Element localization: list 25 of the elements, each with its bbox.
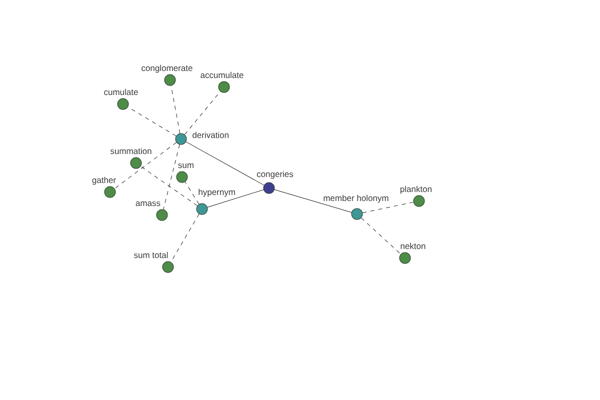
dashed-line xyxy=(128,106,176,136)
node-label: sum total xyxy=(134,252,168,258)
node-label: sum xyxy=(178,163,194,168)
node-label: cumulate xyxy=(104,88,138,96)
dashed-line xyxy=(114,142,177,189)
connector-line xyxy=(186,142,264,186)
dashed-line xyxy=(140,166,198,206)
node-label: member holonym xyxy=(324,194,388,203)
node-label: plankton xyxy=(400,186,432,194)
node-label: accumulate xyxy=(200,72,244,78)
node-label: conglomerate xyxy=(142,64,192,73)
connector-line xyxy=(274,189,352,213)
dashed-line xyxy=(163,144,180,210)
node-label: gather xyxy=(92,176,116,185)
node-label: derivation xyxy=(192,132,228,138)
node-label: summation xyxy=(110,148,152,154)
dashed-line xyxy=(170,85,180,134)
node-label: amass xyxy=(136,201,160,206)
node-label: hypernym xyxy=(198,188,235,197)
node-label: congeries xyxy=(256,170,294,179)
connector-line xyxy=(207,189,264,208)
node-label: nekton xyxy=(400,242,426,250)
dashed-line xyxy=(362,202,414,214)
dashed-line xyxy=(361,218,402,254)
dashed-line xyxy=(184,182,200,204)
